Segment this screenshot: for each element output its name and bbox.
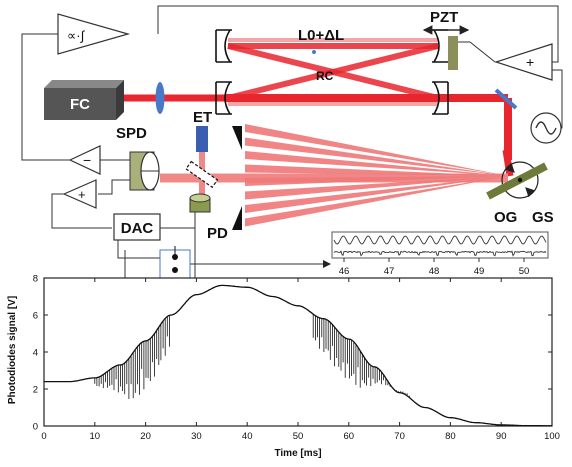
inset-tick-label: 46: [339, 266, 350, 277]
x-tick-label: 20: [140, 431, 151, 442]
x-tick-label: 70: [394, 431, 405, 442]
og-label: OG: [494, 209, 517, 226]
sum-amp-sign: +: [78, 187, 86, 202]
x-tick-label: 40: [242, 431, 253, 442]
lower-knife-edge: [232, 206, 242, 230]
photodiode: [190, 194, 210, 212]
x-tick-label: 30: [191, 431, 202, 442]
x-tick-label: 0: [41, 431, 46, 442]
inset-tick-label: 50: [519, 266, 530, 277]
x-axis-label: Time [ms]: [274, 448, 321, 459]
y-tick-label: 4: [33, 348, 38, 359]
pzt-amp-sign: +: [526, 54, 534, 70]
inset-tick-label: 47: [384, 266, 395, 277]
gs-label: GS: [532, 209, 554, 226]
pzt-label: PZT: [430, 9, 458, 26]
main-chart: 0 10 20 30 40 50 60 70 80 90 100 0 2 4 6 8 Time [ms] Ph…: [7, 274, 560, 460]
x-tick-label: 10: [90, 431, 101, 442]
fc-label: FC: [70, 96, 90, 113]
diff-amp-sign: −: [83, 152, 91, 168]
difference-amp: −: [70, 146, 100, 174]
upper-knife-edge: [232, 126, 242, 150]
etalon: [196, 126, 208, 152]
integrator-amp: ∝·∫: [58, 14, 128, 54]
x-tick-label: 100: [544, 431, 560, 442]
coupling-lens: [156, 82, 165, 114]
inset-tick-label: 49: [474, 266, 485, 277]
y-tick-label: 8: [33, 274, 38, 285]
y-tick-label: 6: [33, 311, 38, 322]
pd-label: PD: [207, 225, 228, 242]
x-tick-label: 90: [496, 431, 507, 442]
integrator-label: ∝·∫: [67, 28, 86, 43]
modulation-source: [531, 113, 561, 143]
cavity-center-mark: [312, 50, 316, 54]
x-tick-label: 50: [293, 431, 304, 442]
inset-tick-label: 48: [429, 266, 440, 277]
x-tick-label: 80: [445, 431, 456, 442]
dac-label: DAC: [121, 220, 154, 237]
et-label: ET: [193, 109, 212, 126]
frequency-comb-source: FC: [44, 80, 124, 120]
y-axis-label: Photodiodes signal [V]: [7, 296, 18, 404]
cavity-length-label: L0+ΔL: [298, 27, 344, 44]
plot-frame: [44, 278, 552, 426]
inset-trace: [332, 232, 548, 258]
switch-box: [160, 246, 190, 278]
pzt-driver-amp: +: [496, 44, 552, 80]
split-photodiode: [130, 152, 159, 190]
sum-amp: +: [64, 180, 96, 208]
spd-label: SPD: [116, 125, 147, 142]
rc-label: RC: [316, 69, 334, 83]
y-tick-label: 2: [33, 385, 38, 396]
y-tick-label: 0: [33, 422, 38, 433]
x-tick-label: 60: [344, 431, 355, 442]
